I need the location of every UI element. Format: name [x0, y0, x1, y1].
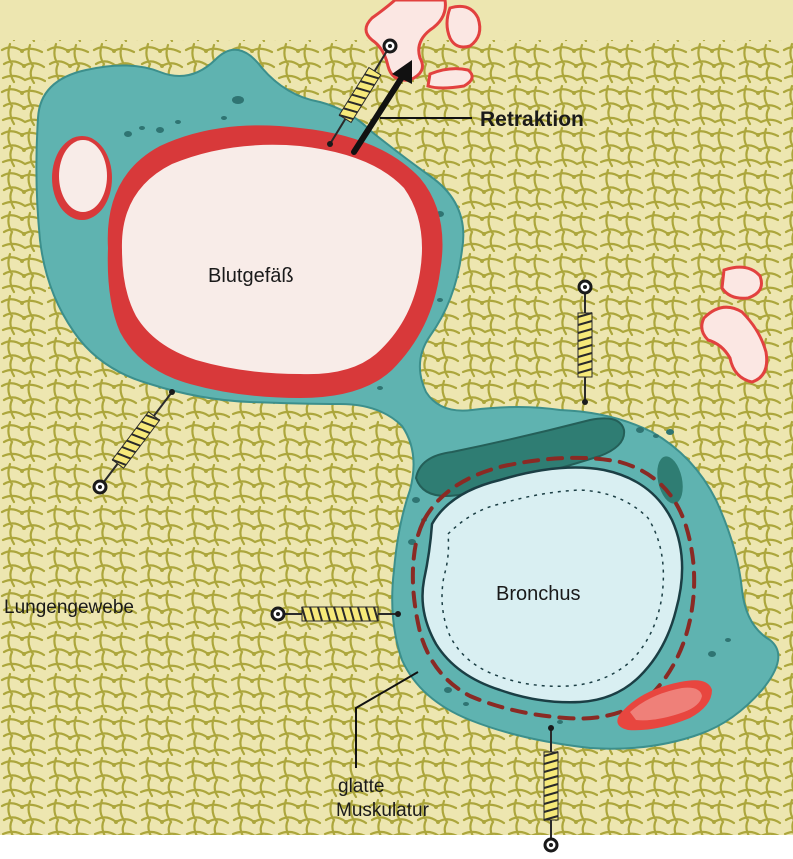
label-muskulatur: Muskulatur	[336, 800, 430, 821]
tissue-fragments-top	[364, 0, 482, 90]
spring-bottom	[543, 725, 559, 853]
spring-middle	[270, 606, 401, 622]
spring-left	[92, 389, 175, 495]
small-vessel	[52, 136, 112, 220]
tissue-fragments-right	[700, 265, 769, 384]
label-blutgefaess: Blutgefäß	[208, 265, 294, 287]
label-glatte: glatte	[338, 776, 384, 797]
label-retraktion: Retraktion	[480, 108, 584, 131]
bottom-margin	[0, 835, 793, 859]
label-bronchus: Bronchus	[496, 583, 581, 605]
muscle-leader	[355, 671, 419, 768]
retraction-arrow	[351, 60, 472, 155]
bronchial-vessel	[617, 680, 712, 731]
smooth-muscle	[410, 455, 697, 721]
bronchus	[421, 466, 684, 704]
blood-vessel	[107, 125, 443, 399]
spring-right	[577, 279, 593, 405]
spring-top	[327, 38, 398, 147]
label-lungengewebe: Lungengewebe	[4, 597, 134, 618]
